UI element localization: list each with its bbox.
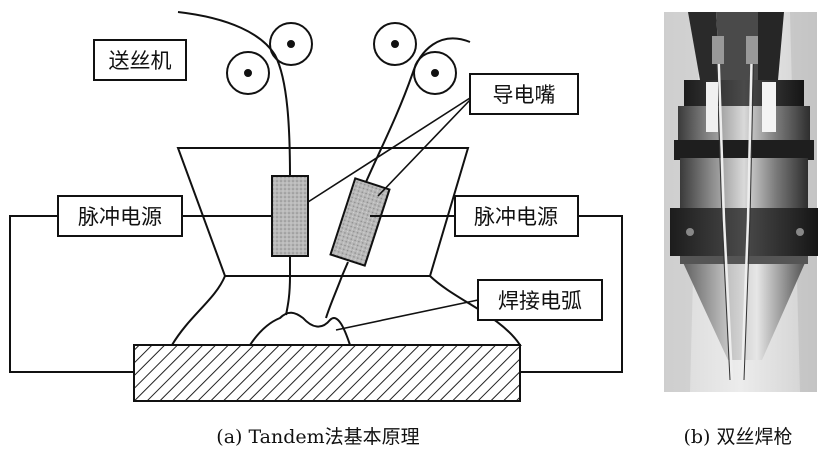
caption-right: (b) 双丝焊枪 (683, 426, 792, 448)
pulse-power-right-label: 脉冲电源 (474, 205, 558, 229)
torch-body (176, 147, 470, 277)
twin-wire-torch-photo (664, 12, 818, 392)
contact-tip-right (329, 177, 391, 267)
wire-right (365, 37, 471, 183)
circuit-right (370, 215, 623, 373)
contact-tip-box (469, 73, 579, 115)
wire-feeder-label: 送丝机 (109, 49, 172, 73)
welding-arc-shape (170, 275, 522, 346)
wire-feeder-box (93, 39, 187, 81)
wire-left (177, 11, 291, 179)
welding-arc-label: 焊接电弧 (498, 289, 582, 313)
pulse-power-right-box (454, 195, 579, 237)
contact-tip-left (271, 175, 309, 257)
leader-welding-arc (335, 299, 479, 331)
circuit-left (9, 215, 272, 373)
welding-arc-box (477, 279, 603, 321)
leader-contact-tip (307, 97, 471, 203)
wire-feeder-rollers (226, 22, 457, 95)
pulse-power-left-label: 脉冲电源 (78, 205, 162, 229)
caption-left: (a) Tandem法基本原理 (216, 426, 419, 448)
contact-tip-label: 导电嘴 (493, 83, 556, 107)
principle-diagram (9, 11, 623, 402)
pulse-power-left-box (57, 195, 183, 237)
workpiece (133, 344, 521, 402)
